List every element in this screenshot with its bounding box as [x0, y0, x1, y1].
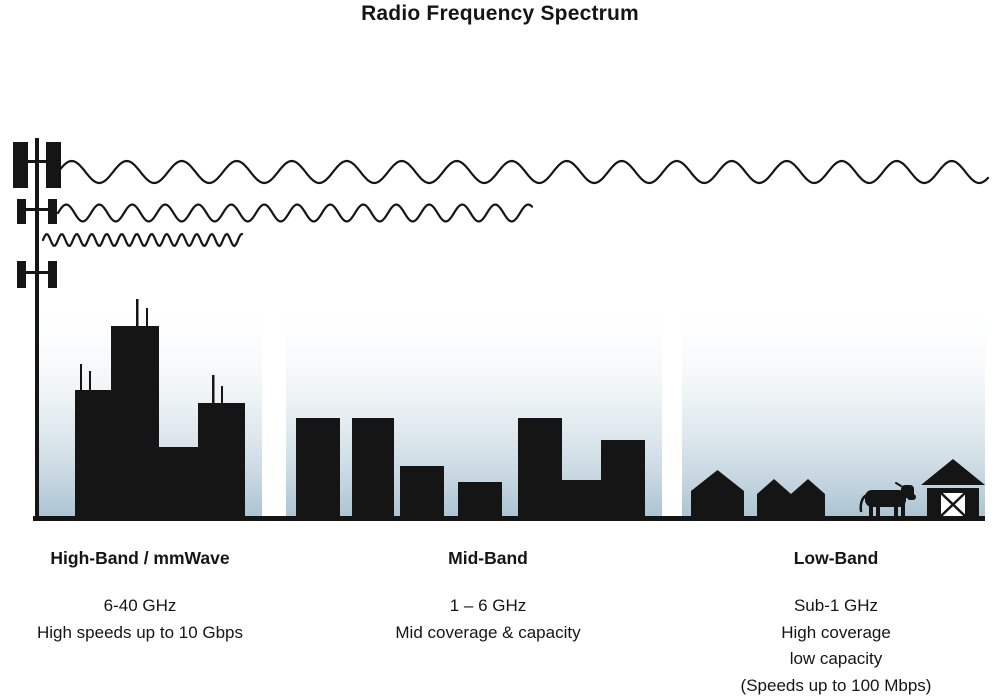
antenna-panel	[17, 261, 26, 288]
cow-ear	[895, 482, 902, 487]
antenna-panel	[48, 199, 57, 224]
building	[159, 447, 198, 520]
band-detail-line: Sub-1 GHz	[793, 596, 879, 615]
rooftop-antenna	[221, 386, 223, 405]
cow-leg	[876, 502, 880, 518]
house-icon	[757, 479, 791, 520]
barn-door-frame	[939, 491, 967, 518]
cow-icon	[859, 482, 916, 518]
tower-crossarm	[17, 208, 57, 211]
building	[400, 466, 444, 520]
band-detail-line: low capacity	[789, 649, 883, 668]
radio-waves	[41, 159, 990, 248]
band-detail-line: 6-40 GHz	[103, 596, 177, 615]
band-name: Low-Band	[793, 548, 879, 568]
antenna-panel	[48, 261, 57, 288]
antenna-panel	[17, 199, 26, 224]
rooftop-antenna	[146, 308, 148, 328]
rooftop-antenna	[89, 371, 91, 392]
building	[518, 418, 562, 520]
cow-leg	[869, 502, 873, 518]
band-detail-line: High speeds up to 10 Gbps	[36, 622, 244, 642]
midrise-buildings-icon	[296, 418, 645, 520]
band-detail-line: Mid coverage & capacity	[395, 622, 581, 642]
mid-band-radio-wave	[56, 203, 534, 223]
band-name: Mid-Band	[448, 548, 528, 568]
house-icon	[691, 470, 744, 520]
house-icon	[791, 479, 825, 520]
building	[75, 390, 111, 520]
band-detail-line: 1 – 6 GHz	[449, 596, 527, 615]
rooftop-antenna	[212, 375, 215, 405]
antenna-panel	[46, 142, 61, 188]
building	[562, 480, 602, 520]
cell-tower-icon	[13, 138, 61, 518]
tower-crossarm	[26, 160, 48, 163]
barn-roof	[921, 459, 985, 485]
high-band-radio-wave	[41, 232, 244, 248]
rooftop-antenna	[136, 299, 139, 328]
antenna-panel	[13, 142, 28, 188]
rural-scene-icon	[691, 459, 985, 520]
low-band-radio-wave	[56, 159, 990, 185]
rooftop-antenna	[80, 364, 82, 392]
band-detail-line: (Speeds up to 100 Mbps)	[740, 675, 932, 695]
building	[198, 403, 245, 520]
tower-mast	[35, 138, 39, 518]
city-skyline-icon	[75, 299, 245, 520]
cow-leg	[894, 502, 898, 518]
building	[296, 418, 340, 520]
ground-line	[33, 516, 985, 521]
band-name: High-Band / mmWave	[50, 548, 230, 568]
cow-leg	[901, 502, 905, 518]
barn-door-cross	[940, 492, 966, 517]
building	[601, 440, 645, 520]
barn-icon	[921, 459, 985, 520]
band-detail-line: High coverage	[781, 622, 891, 642]
building	[111, 326, 159, 520]
building	[352, 418, 394, 520]
diagram-title: Radio Frequency Spectrum	[361, 2, 639, 25]
building	[458, 482, 502, 520]
cow-snout	[907, 494, 916, 500]
tower-crossarm	[17, 271, 57, 274]
